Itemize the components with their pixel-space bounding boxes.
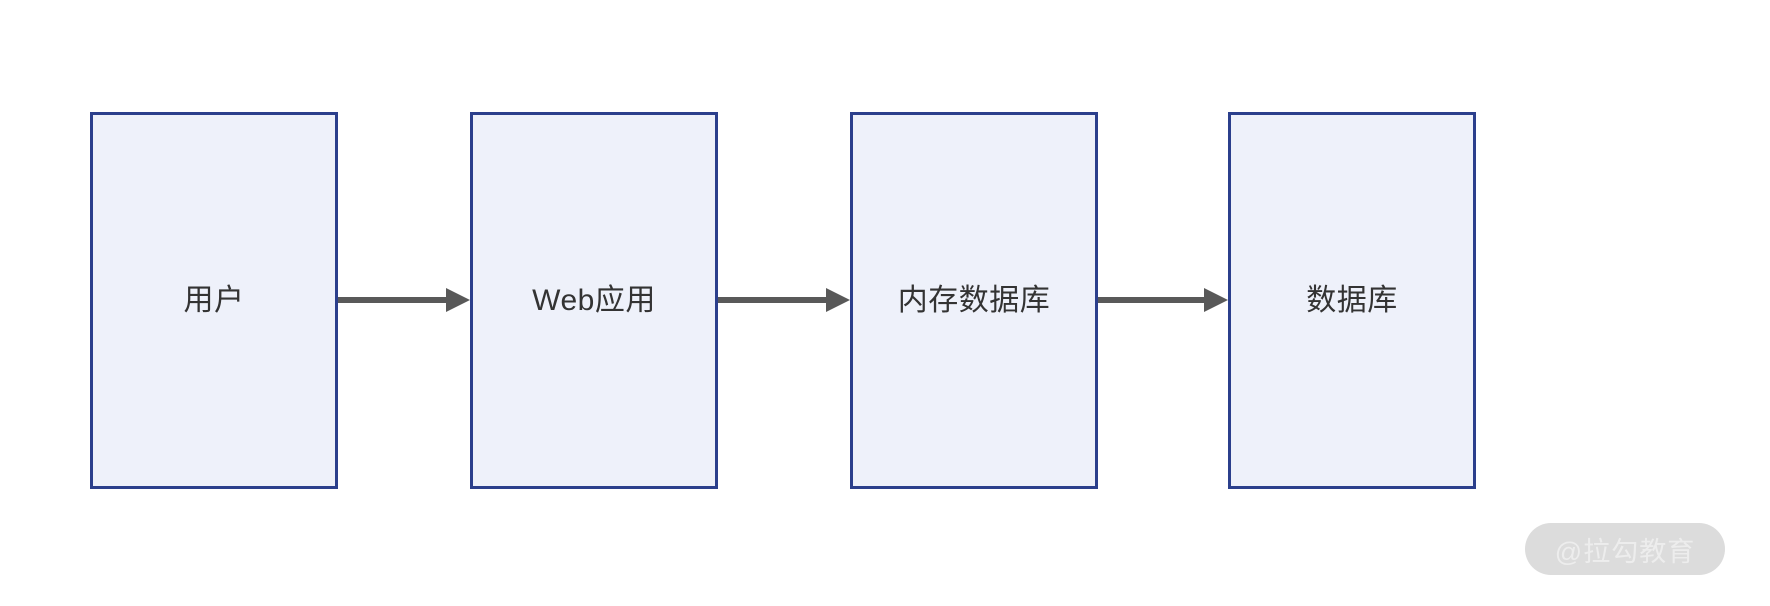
watermark-label: @拉勾教育 — [1554, 536, 1696, 567]
node-database-label: 数据库 — [1306, 283, 1398, 317]
node-in-memory-db[interactable]: 内存数据库 — [850, 112, 1098, 489]
arrow-line — [718, 297, 828, 303]
arrow-web-app-to-in-memory-db — [718, 288, 850, 312]
node-database[interactable]: 数据库 — [1228, 112, 1476, 489]
node-in-memory-db-label: 内存数据库 — [897, 283, 1051, 317]
node-user-label: 用户 — [183, 283, 245, 317]
arrow-head-icon — [826, 288, 850, 312]
arrow-head-icon — [1204, 288, 1228, 312]
node-web-app-label: Web应用 — [532, 283, 656, 317]
arrow-line — [338, 297, 448, 303]
watermark-badge: @拉勾教育 — [1525, 523, 1725, 575]
node-web-app[interactable]: Web应用 — [470, 112, 718, 489]
arrow-line — [1098, 297, 1206, 303]
arrow-user-to-web-app — [338, 288, 470, 312]
node-user[interactable]: 用户 — [90, 112, 338, 489]
arrow-head-icon — [446, 288, 470, 312]
arrow-in-memory-db-to-database — [1098, 288, 1228, 312]
